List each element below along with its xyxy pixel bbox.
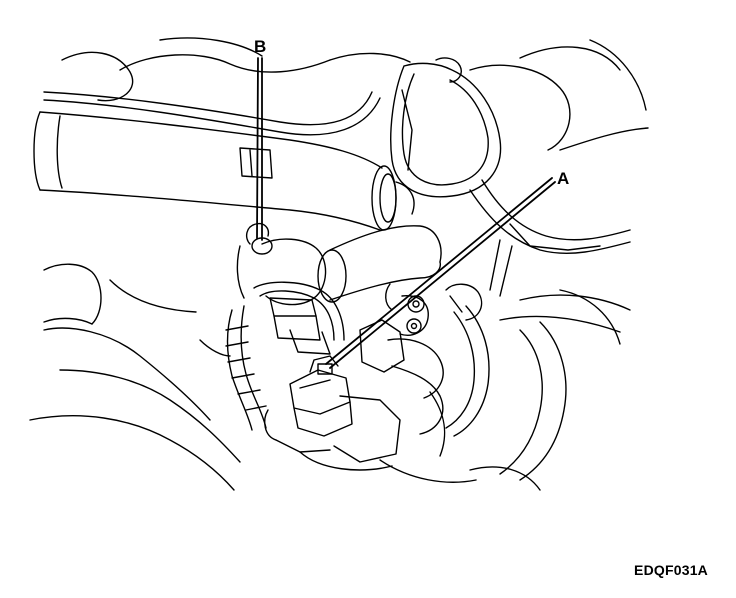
throttle-body [237, 224, 441, 336]
figure-code-label: EDQF031A [634, 562, 708, 578]
intake-pipe [34, 112, 414, 230]
wiring-harness [226, 282, 344, 430]
leader-line-a-inner [326, 178, 552, 364]
leader-line-a [330, 182, 555, 368]
lower-components [30, 264, 489, 490]
upper-hoses [44, 38, 648, 197]
callout-leaders [257, 58, 555, 368]
leader-line-b-inner [257, 58, 258, 238]
callout-label-b: B [254, 37, 267, 56]
callout-label-a: A [557, 169, 570, 188]
right-side-pipes [380, 90, 630, 490]
sensor-connector [265, 356, 352, 452]
